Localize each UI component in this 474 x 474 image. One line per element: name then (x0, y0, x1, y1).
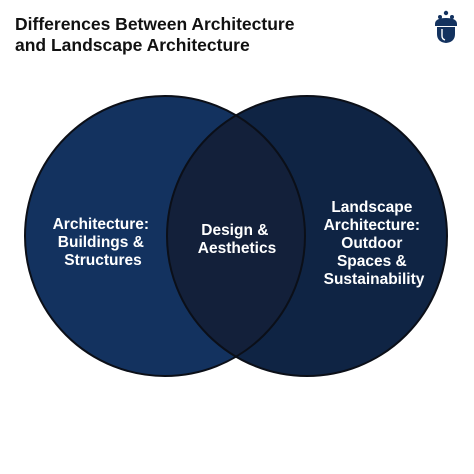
overlap-region (167, 96, 305, 376)
left-circle-outline (24, 95, 306, 377)
right-label-line: Spaces & (337, 253, 407, 270)
right-label-line: Landscape (331, 199, 412, 216)
right-label-line: Sustainability (324, 271, 425, 288)
center-label-line: Aesthetics (198, 240, 276, 257)
left-label-line: Structures (64, 252, 142, 269)
title-line-2: and Landscape Architecture (15, 35, 250, 55)
left-label-line: Buildings & (58, 234, 144, 251)
title-line-1: Differences Between Architecture (15, 14, 295, 34)
right-label-line: Architecture: (324, 217, 420, 234)
right-label-line: Outdoor (341, 235, 402, 252)
acorn-icon (435, 10, 457, 43)
right-label: Landscape Architecture: Outdoor Spaces &… (324, 199, 425, 288)
left-label: Architecture: Buildings & Structures (53, 216, 154, 269)
center-label: Design & Aesthetics (198, 222, 276, 257)
page-title: Differences Between Architecture and Lan… (15, 14, 395, 56)
right-circle-outline (166, 95, 448, 377)
left-label-line: Architecture: (53, 216, 149, 233)
center-label-line: Design & (201, 222, 268, 239)
